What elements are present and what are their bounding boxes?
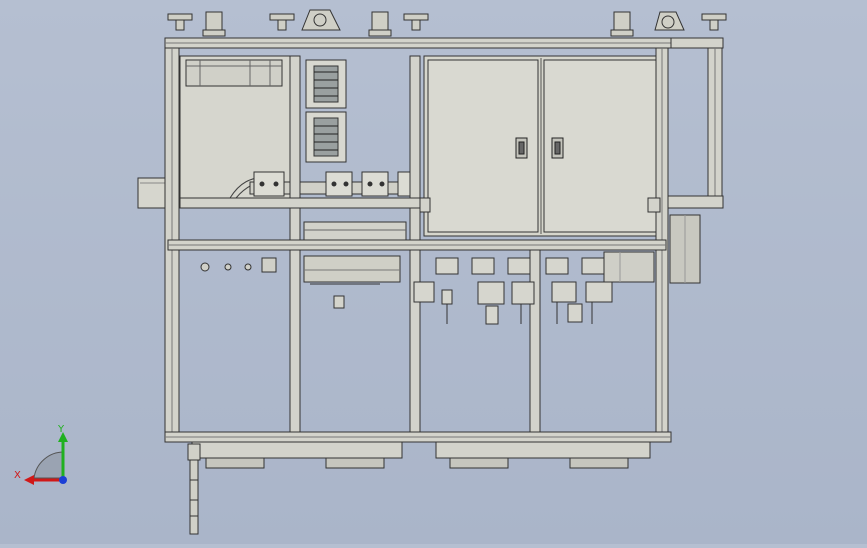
right-extension-frame — [667, 47, 724, 284]
left-fixtures — [200, 257, 277, 273]
caster-3 — [368, 11, 392, 37]
z-axis-dot — [59, 476, 67, 484]
bottom-trays — [191, 441, 651, 459]
control-box-lower — [305, 111, 347, 163]
axis-triad: Y X — [14, 424, 68, 485]
leveling-foot-4 — [701, 13, 727, 31]
rotary-table — [303, 221, 407, 283]
conveyor-rail — [249, 171, 415, 197]
small-parts — [310, 283, 380, 309]
caster-4 — [610, 11, 634, 37]
leveling-foot-1 — [167, 13, 193, 31]
cabinet-door-handle-left — [515, 137, 528, 159]
caster-2 — [301, 9, 341, 31]
right-cylinder — [603, 251, 655, 283]
pick-place-heads — [413, 257, 613, 325]
y-axis-label: Y — [57, 424, 65, 435]
caster-5 — [654, 11, 685, 31]
x-axis-label: X — [14, 470, 21, 481]
left-bracket — [137, 177, 169, 209]
top-feet — [167, 9, 727, 37]
cabinet-door-handle-right — [551, 137, 564, 159]
top-rail — [164, 37, 724, 49]
electrical-cabinet — [423, 55, 663, 237]
main-frame — [164, 47, 672, 443]
hanging-probe — [187, 443, 201, 535]
caster-1 — [202, 11, 226, 37]
leveling-foot-3 — [403, 13, 429, 31]
triad-plane-indicator — [33, 451, 65, 479]
bottom-feet — [205, 457, 629, 469]
leveling-foot-2 — [269, 13, 295, 31]
control-box-upper — [305, 59, 347, 109]
